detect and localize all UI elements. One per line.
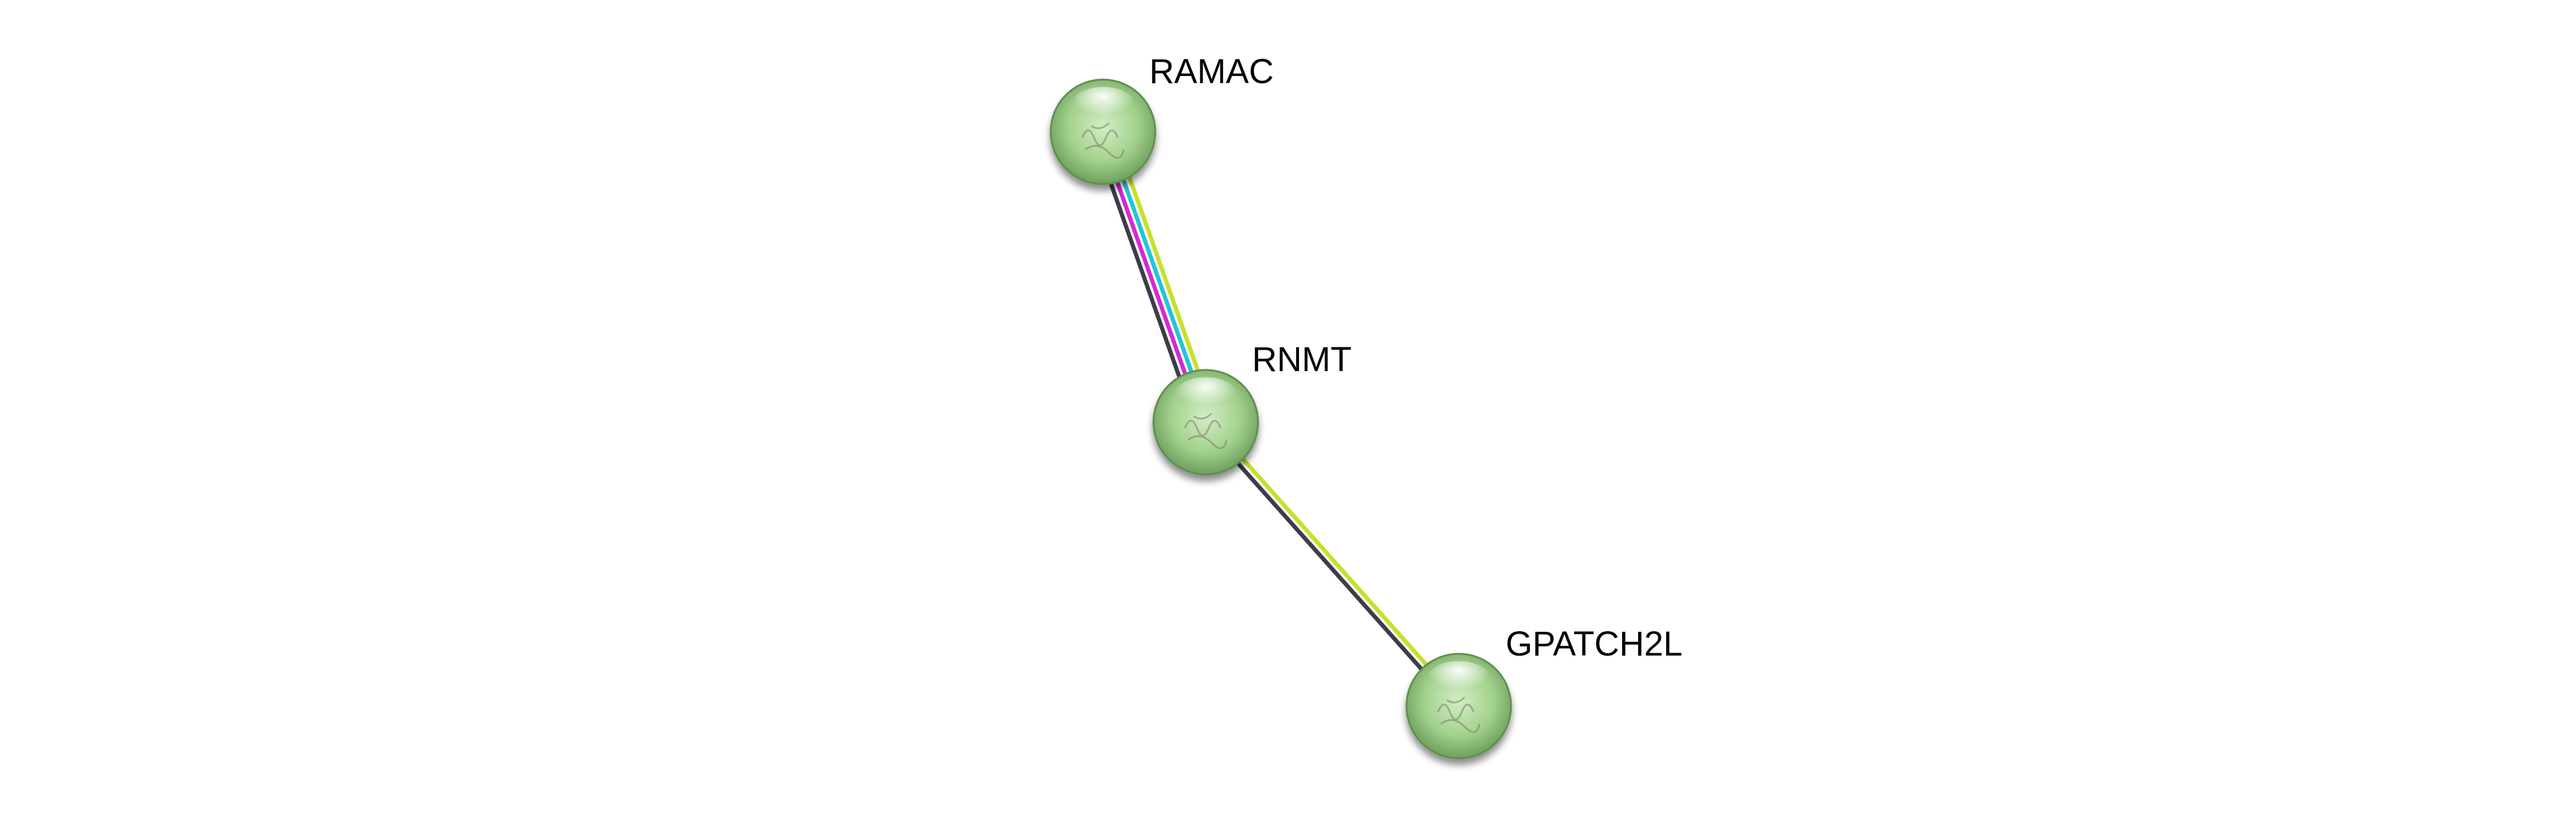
edge-rnmt-gpatch2l[interactable] [1202, 419, 1463, 710]
node-highlight [1070, 87, 1136, 125]
node-ramac[interactable]: RAMAC [1050, 49, 1276, 185]
edge-evidence-line [1206, 419, 1463, 705]
node-highlight [1173, 377, 1238, 415]
edge-evidence-line [1202, 423, 1458, 710]
node-label: RAMAC [1149, 52, 1273, 91]
node-gpatch2l[interactable]: GPATCH2L [1405, 622, 1686, 759]
node-label: GPATCH2L [1506, 625, 1683, 663]
node-label: RNMT [1252, 340, 1352, 379]
nodes-layer: RAMAC RNMT GPATCH2L [1050, 49, 1686, 759]
node-highlight [1426, 661, 1491, 699]
edges-layer [1092, 128, 1463, 710]
node-rnmt[interactable]: RNMT [1152, 337, 1355, 476]
